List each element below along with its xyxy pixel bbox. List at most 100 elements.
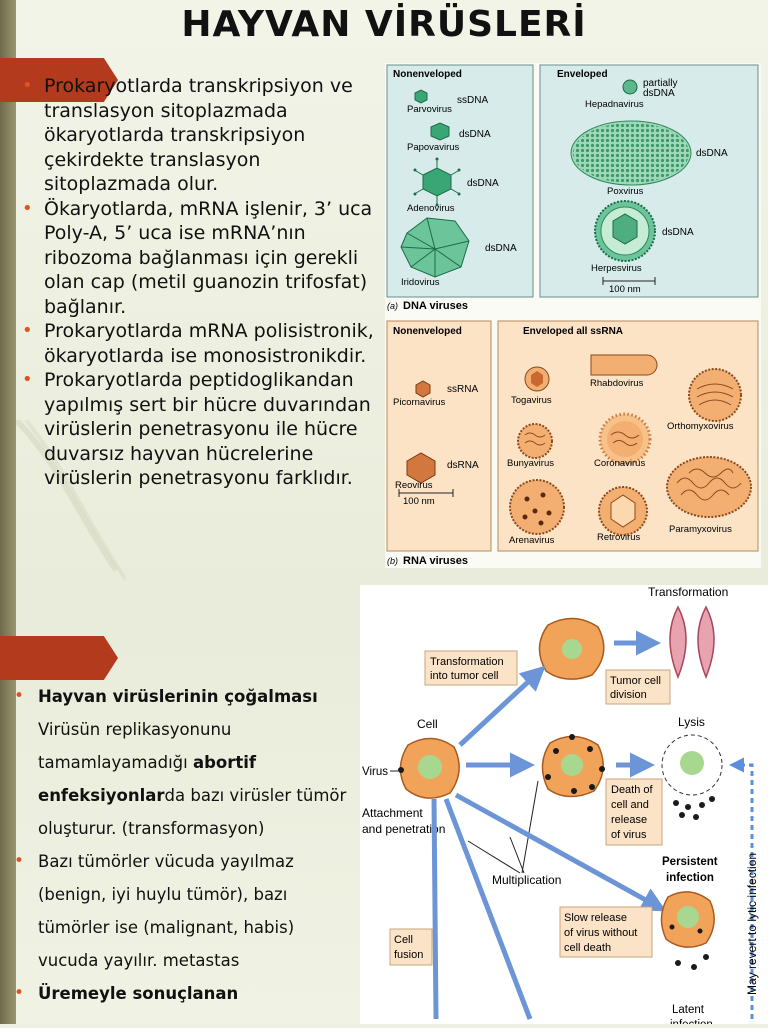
papovavirus-shape bbox=[430, 122, 450, 141]
death-line4: of virus bbox=[611, 829, 647, 841]
rna-enveloped-header: Enveloped all ssRNA bbox=[523, 326, 623, 337]
bullet-item: • Ökaryotlarda, mRNA işlenir, 3’ uca Pol… bbox=[22, 197, 380, 320]
slow-release-box bbox=[559, 906, 653, 958]
cell-fusion-line2: fusion bbox=[394, 949, 423, 961]
slow-release-line3: cell death bbox=[564, 942, 611, 954]
infection-outcomes-diagram: Transformation Transformation into tumor… bbox=[360, 585, 768, 1028]
paragraph-bold-term: abortif enfeksiyonlar bbox=[38, 753, 257, 805]
persistent-cell-icon bbox=[660, 891, 715, 970]
arrow-to-latent bbox=[443, 798, 533, 1020]
hepadnavirus-label: Hepadnavirus bbox=[585, 99, 644, 110]
accent-tab-top bbox=[0, 58, 118, 102]
cell-fusion-line1: Cell bbox=[394, 934, 413, 946]
slow-release-line2: of virus without bbox=[564, 927, 637, 939]
rna-scale-label: 100 nm bbox=[403, 496, 435, 507]
death-line2: cell and bbox=[611, 799, 649, 811]
adenovirus-shape bbox=[413, 157, 461, 207]
left-decor-band bbox=[0, 0, 16, 1024]
poxvirus-type: dsDNA bbox=[696, 148, 728, 159]
arenavirus-shape bbox=[509, 479, 565, 535]
bullet-dot-icon: • bbox=[22, 369, 33, 390]
latent-label-line1: Latent bbox=[672, 1004, 705, 1016]
revert-arrow bbox=[729, 757, 754, 1019]
picornavirus-type: ssRNA bbox=[447, 384, 478, 395]
bullet-list-top: • Prokaryotlarda transkripsiyon ve trans… bbox=[22, 74, 380, 491]
arenavirus-label: Arenavirus bbox=[509, 535, 555, 546]
paramyxovirus-label: Paramyxovirus bbox=[669, 524, 732, 535]
coronavirus-shape bbox=[598, 412, 652, 466]
papovavirus-label: Papovavirus bbox=[407, 142, 460, 153]
dna-scale-label: 100 nm bbox=[609, 284, 641, 295]
orthomyxovirus-label: Orthomyxovirus bbox=[667, 421, 734, 432]
rna-caption-letter: (b) bbox=[387, 556, 398, 566]
bullet-list-bottom: • Hayvan virüslerinin çoğalması Virüsün … bbox=[14, 680, 359, 1010]
reovirus-shape bbox=[406, 452, 436, 484]
paragraph-text: da bazı virüsler tümör oluşturur. (trans… bbox=[38, 786, 347, 838]
lysed-cell-icon bbox=[661, 734, 723, 820]
transformation-box-line2: into tumor cell bbox=[430, 670, 498, 682]
herpesvirus-shape bbox=[594, 200, 656, 262]
bullet-item: • Hayvan virüslerinin çoğalması bbox=[14, 680, 359, 713]
rhabdovirus-label: Rhabdovirus bbox=[590, 378, 644, 389]
bullet-dot-icon: • bbox=[14, 851, 25, 871]
section-heading: Hayvan virüslerinin çoğalması bbox=[38, 687, 318, 706]
lysis-label: Lysis bbox=[678, 715, 705, 729]
death-line3: release bbox=[611, 814, 647, 826]
tumor-division-line2: division bbox=[610, 689, 647, 701]
retrovirus-label: Retrovirus bbox=[597, 532, 641, 543]
parvovirus-label: Parvovirus bbox=[407, 104, 452, 115]
infected-cell-icon bbox=[541, 734, 605, 798]
hepadnavirus-type-1: partially bbox=[643, 78, 677, 89]
bullet-text: Ökaryotlarda, mRNA işlenir, 3’ uca Poly-… bbox=[44, 197, 373, 318]
tumor-division-line1: Tumor cell bbox=[610, 675, 661, 687]
persistent-label-line2: infection bbox=[666, 872, 714, 884]
bullet-dot-icon: • bbox=[22, 320, 33, 341]
bullet-item: • Prokaryotlarda peptidoglikandan yapılm… bbox=[22, 368, 380, 491]
iridovirus-label: Iridovirus bbox=[401, 277, 440, 288]
picornavirus-shape bbox=[415, 380, 431, 398]
orthomyxovirus-shape bbox=[688, 368, 742, 422]
attachment-label-line2: and penetration bbox=[362, 822, 445, 836]
bullet-dot-icon: • bbox=[14, 686, 25, 706]
multiplication-leaders bbox=[467, 780, 539, 874]
reovirus-label: Reovirus bbox=[395, 480, 433, 491]
coronavirus-label: Coronavirus bbox=[594, 458, 645, 469]
herpesvirus-type: dsDNA bbox=[662, 227, 694, 238]
reovirus-type: dsRNA bbox=[447, 460, 479, 471]
hepadnavirus-shape bbox=[622, 79, 638, 95]
latent-label-line2: infection bbox=[670, 1019, 713, 1024]
transformation-box bbox=[424, 650, 518, 686]
host-cell-icon bbox=[398, 737, 460, 799]
transformation-box-line1: Transformation bbox=[430, 656, 504, 668]
rna-caption: RNA viruses bbox=[403, 555, 468, 567]
adenovirus-type: dsDNA bbox=[467, 178, 499, 189]
dna-caption-letter: (a) bbox=[387, 301, 398, 311]
page-title: HAYVAN VİRÜSLERİ bbox=[181, 4, 587, 45]
dna-nonenveloped-header: Nonenveloped bbox=[393, 69, 462, 80]
dna-caption: DNA viruses bbox=[403, 300, 468, 312]
decor-streaks bbox=[16, 420, 126, 580]
virus-label: Virus bbox=[362, 766, 388, 778]
arrow-to-fusion bbox=[431, 798, 439, 1020]
rna-nonenveloped-header: Nonenveloped bbox=[393, 326, 462, 337]
parvovirus-type: ssDNA bbox=[457, 95, 488, 106]
slow-release-line1: Slow release bbox=[564, 912, 627, 924]
cell-fusion-box bbox=[389, 928, 433, 966]
bullet-dot-icon: • bbox=[14, 983, 25, 1003]
herpesvirus-label: Herpesvirus bbox=[591, 263, 642, 274]
bullet-dot-icon: • bbox=[22, 75, 33, 96]
parvovirus-shape bbox=[414, 89, 428, 104]
arrow-to-persistent bbox=[454, 792, 667, 912]
cell-label: Cell bbox=[417, 717, 438, 731]
rna-nonenveloped-box bbox=[386, 320, 492, 552]
bullet-item: • Prokaryotlarda transkripsiyon ve trans… bbox=[22, 74, 380, 197]
paragraph: Virüsün replikasyonunu tamamlayamadığı a… bbox=[14, 713, 359, 845]
iridovirus-shape bbox=[400, 217, 470, 278]
poxvirus-label: Poxvirus bbox=[607, 186, 644, 197]
bullet-text: Bazı tümörler vücuda yayılmaz (benign, i… bbox=[38, 852, 295, 970]
persistent-label-line1: Persistent bbox=[662, 856, 718, 868]
paragraph-text: Virüsün replikasyonunu tamamlayamadığı bbox=[38, 720, 232, 772]
bunyavirus-label: Bunyavirus bbox=[507, 458, 554, 469]
retrovirus-shape bbox=[598, 486, 648, 536]
hepadnavirus-type-2: dsDNA bbox=[643, 88, 675, 99]
